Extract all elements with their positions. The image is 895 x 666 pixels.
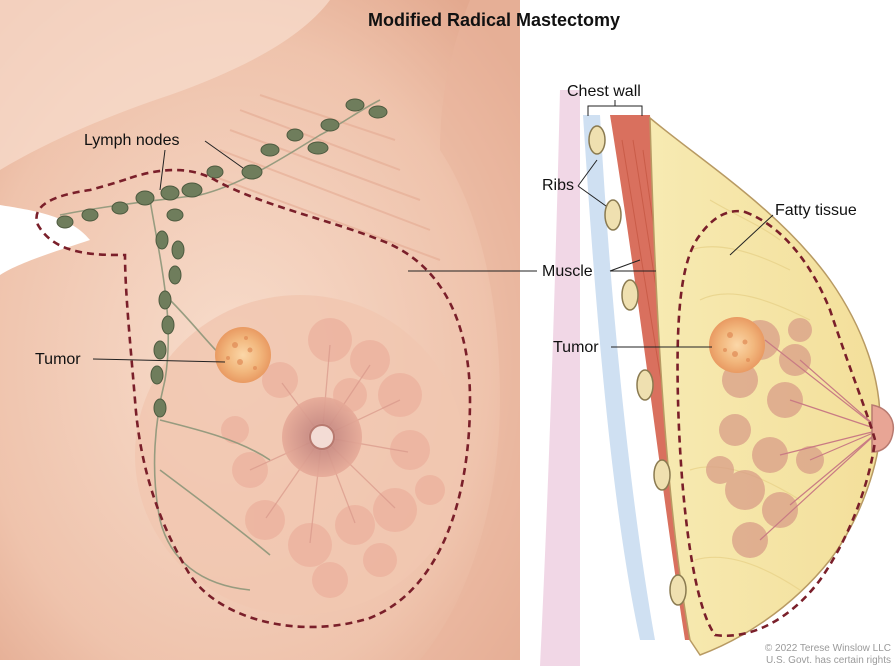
label-muscle: Muscle	[542, 263, 593, 280]
front-nipple	[310, 425, 334, 449]
label-ribs: Ribs	[542, 177, 574, 194]
front-tumor	[215, 327, 271, 383]
page-title: Modified Radical Mastectomy	[368, 10, 620, 30]
front-view	[0, 0, 520, 660]
label-chest-wall: Chest wall	[567, 83, 641, 100]
side-tumor	[709, 317, 765, 373]
label-lymph-nodes: Lymph nodes	[84, 132, 179, 149]
copyright-line-2: U.S. Govt. has certain rights	[766, 655, 891, 666]
copyright-line-1: © 2022 Terese Winslow LLC	[765, 643, 891, 654]
label-tumor-front: Tumor	[35, 351, 81, 368]
label-fatty-tissue: Fatty tissue	[775, 202, 857, 219]
label-tumor-side: Tumor	[553, 339, 599, 356]
